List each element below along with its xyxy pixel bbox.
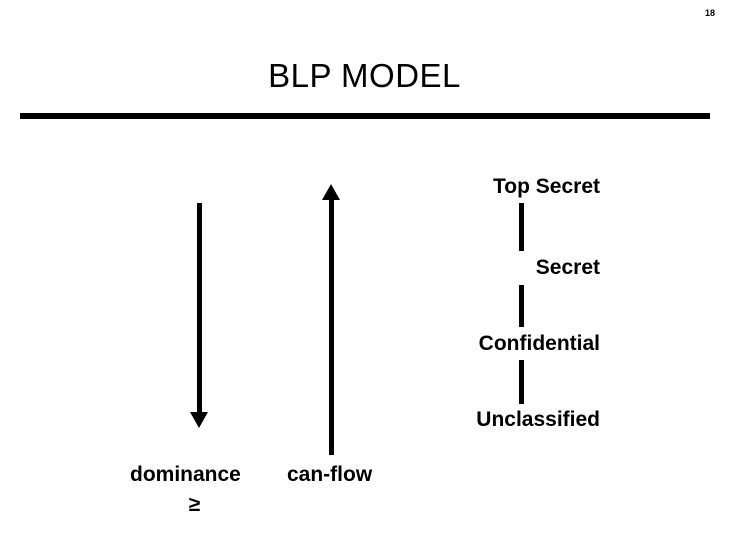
lattice-level-top-secret: Top Secret	[493, 175, 600, 198]
can-flow-arrow-shaft	[329, 199, 334, 455]
arrow-down-icon	[190, 412, 208, 428]
arrow-up-icon	[322, 184, 340, 200]
page-title: BLP MODEL	[268, 57, 461, 94]
title-divider	[20, 113, 710, 119]
lattice-connector-confidential-unclassified	[519, 360, 524, 404]
lattice-level-secret: Secret	[535, 256, 600, 279]
lattice-level-confidential: Confidential	[478, 332, 600, 355]
page-number: 18	[704, 8, 715, 18]
legend-dominance-symbol: ≥	[188, 493, 201, 516]
lattice-connector-secret-confidential	[519, 285, 524, 327]
lattice-level-unclassified: Unclassified	[476, 408, 600, 431]
dominance-arrow-shaft	[197, 203, 202, 417]
legend-can-flow-label: can-flow	[287, 463, 373, 486]
legend-dominance-label: dominance	[130, 463, 241, 486]
lattice-connector-top-secret-secret	[519, 203, 524, 251]
